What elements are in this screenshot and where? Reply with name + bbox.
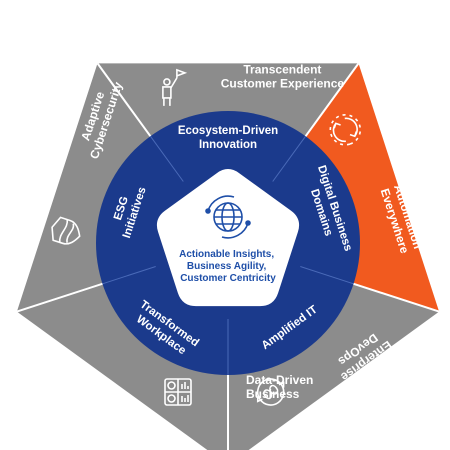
refresh-cycle-icon	[329, 114, 362, 146]
center-hub: Actionable Insights, Business Agility, C…	[156, 169, 300, 307]
dashboard-icon	[164, 378, 192, 406]
segment-label-line: Business	[246, 387, 300, 401]
center-line-1: Actionable Insights,	[179, 249, 274, 260]
center-line-3: Customer Centricity	[180, 273, 276, 284]
ring-divider	[149, 135, 184, 182]
person-flag-icon	[162, 68, 188, 106]
segment-label-line: Data-Driven	[246, 373, 313, 387]
globe-network-icon	[205, 195, 251, 239]
ring-label-line: Innovation	[199, 139, 257, 151]
segment-label-line: Transcendent	[243, 63, 321, 77]
ring-divider	[102, 266, 156, 285]
devops-loop-icon	[256, 378, 285, 406]
center-line-2: Business Agility,	[187, 261, 267, 272]
ring-divider	[272, 135, 307, 182]
segment-label-line: Customer Experience	[221, 77, 345, 91]
ring-divider	[300, 266, 354, 285]
ring-label-line: Ecosystem-Driven	[178, 125, 278, 137]
shield-icon	[51, 216, 81, 245]
center-caption: Actionable Insights, Business Agility, C…	[179, 249, 277, 284]
